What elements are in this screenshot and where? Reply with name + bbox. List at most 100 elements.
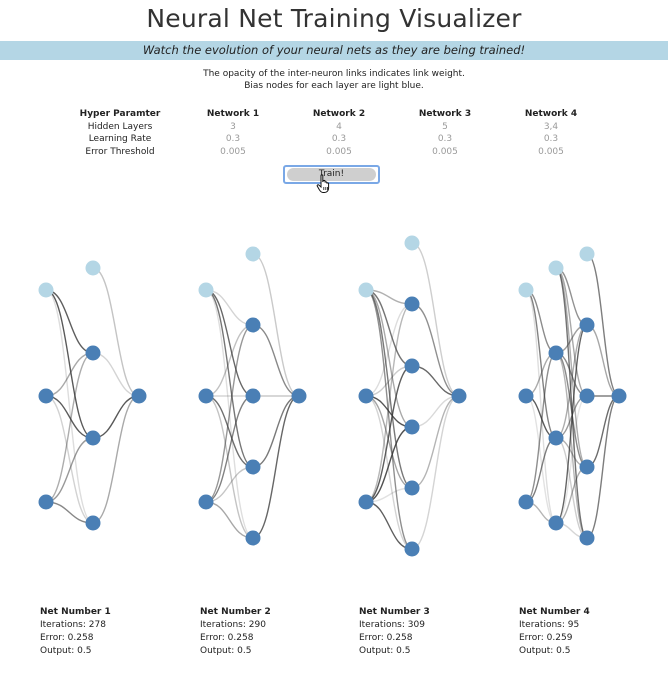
network-2-hidden-layers[interactable]: 4	[336, 121, 342, 132]
net-3-link	[411, 303, 460, 397]
net-3-error: Error: 0.258	[359, 633, 413, 643]
net-3-neuron	[404, 541, 420, 557]
net-1-link	[45, 501, 94, 524]
network-1-header: Network 1	[206, 109, 260, 119]
net-4-label: Net Number 4	[519, 607, 590, 617]
network-1-graph	[38, 260, 147, 531]
net-1-neuron	[38, 388, 54, 404]
net-2-link	[205, 324, 254, 397]
net-3-neuron	[358, 494, 374, 510]
net-2-bias-node	[198, 282, 214, 298]
net-3-link	[365, 303, 413, 397]
net-3-iterations: Iterations: 309	[359, 620, 425, 630]
net-4-link	[586, 324, 620, 397]
learning-rate-label: Learning Rate	[88, 134, 152, 144]
network-4-learning-rate[interactable]: 0.3	[543, 134, 559, 144]
network-2-error-threshold[interactable]: 0.005	[326, 146, 352, 157]
net-3-link	[411, 395, 460, 550]
network-3-error-threshold[interactable]: 0.005	[432, 146, 458, 157]
network-4-header: Network 4	[524, 109, 578, 119]
net-3-neuron	[404, 419, 420, 435]
net-4-neuron	[579, 530, 595, 546]
net-2-neuron	[245, 530, 261, 546]
network-3-header: Network 3	[418, 109, 472, 119]
net-4-link	[555, 267, 588, 539]
net-3-link	[365, 303, 413, 503]
network-2-header: Network 2	[312, 109, 366, 119]
network-3-hidden-layers[interactable]: 5	[442, 121, 448, 132]
net-2-neuron	[291, 388, 307, 404]
net-4-link	[525, 437, 557, 503]
net-2-link	[252, 253, 300, 397]
network-2-learning-rate[interactable]: 0.3	[331, 134, 347, 144]
net-1-link	[92, 352, 140, 397]
net-4-link	[525, 352, 557, 503]
net-4-bias-node	[548, 260, 564, 276]
net-2-link	[205, 324, 254, 503]
net-4-bias-node	[518, 282, 534, 298]
net-3-link	[365, 289, 413, 489]
net-1-output: Output: 0.5	[40, 646, 92, 656]
net-2-link	[252, 395, 300, 539]
net-3-neuron	[451, 388, 467, 404]
network-visualization	[38, 235, 627, 557]
net-2-iterations: Iterations: 290	[200, 620, 266, 630]
net-2-neuron	[198, 388, 214, 404]
net-1-neuron	[38, 494, 54, 510]
net-4-link	[586, 395, 620, 468]
net-3-output: Output: 0.5	[359, 646, 411, 656]
description-line-1: The opacity of the inter-neuron links in…	[203, 69, 465, 79]
net-3-neuron	[404, 358, 420, 374]
net-2-error: Error: 0.258	[200, 633, 254, 643]
network-2-graph	[198, 246, 307, 546]
net-2-neuron	[245, 388, 261, 404]
network-1-error-threshold[interactable]: 0.005	[220, 146, 246, 157]
net-1-link	[45, 395, 94, 524]
net-2-output: Output: 0.5	[200, 646, 252, 656]
net-4-error: Error: 0.259	[519, 633, 573, 643]
net-1-link	[45, 289, 94, 524]
network-4-graph	[518, 246, 627, 546]
net-1-link	[45, 352, 94, 503]
net-1-label: Net Number 1	[40, 607, 111, 617]
network-4-error-threshold[interactable]: 0.005	[538, 146, 564, 157]
net-4-neuron	[548, 430, 564, 446]
net-1-link	[45, 289, 94, 439]
net-4-link	[586, 395, 620, 539]
network-4-hidden-layers[interactable]: 3,4	[543, 121, 559, 132]
net-3-link	[411, 395, 460, 489]
subtitle-banner: Watch the evolution of your neural nets …	[0, 41, 668, 60]
net-2-neuron	[198, 494, 214, 510]
net-4-link	[586, 253, 620, 397]
net-1-error: Error: 0.258	[40, 633, 94, 643]
net-1-neuron	[131, 388, 147, 404]
net-4-neuron	[548, 345, 564, 361]
net-4-stats: Net Number 4 Iterations: 95 Error: 0.259…	[519, 606, 590, 658]
net-3-bias-node	[358, 282, 374, 298]
net-2-neuron	[245, 459, 261, 475]
net-4-neuron	[579, 388, 595, 404]
network-1-learning-rate[interactable]: 0.3	[225, 134, 241, 144]
net-3-link	[365, 395, 413, 489]
net-2-link	[252, 324, 300, 397]
net-3-neuron	[404, 296, 420, 312]
net-2-link	[205, 395, 254, 503]
net-1-neuron	[85, 345, 101, 361]
net-1-link	[92, 395, 140, 524]
net-1-neuron	[85, 430, 101, 446]
net-2-bias-node	[245, 246, 261, 262]
train-button[interactable]: Train!	[283, 165, 380, 184]
param-header-label: Hyper Paramter	[79, 109, 161, 119]
net-1-iterations: Iterations: 278	[40, 620, 106, 630]
hand-cursor-icon	[316, 174, 330, 193]
net-3-neuron	[358, 388, 374, 404]
net-4-iterations: Iterations: 95	[519, 620, 580, 630]
net-3-link	[365, 395, 413, 550]
net-4-link	[555, 352, 588, 539]
net-1-neuron	[85, 515, 101, 531]
net-2-link	[205, 289, 254, 397]
net-4-link	[555, 267, 588, 468]
network-3-learning-rate[interactable]: 0.3	[437, 134, 453, 144]
net-4-neuron	[518, 388, 534, 404]
network-1-hidden-layers[interactable]: 3	[230, 121, 236, 132]
